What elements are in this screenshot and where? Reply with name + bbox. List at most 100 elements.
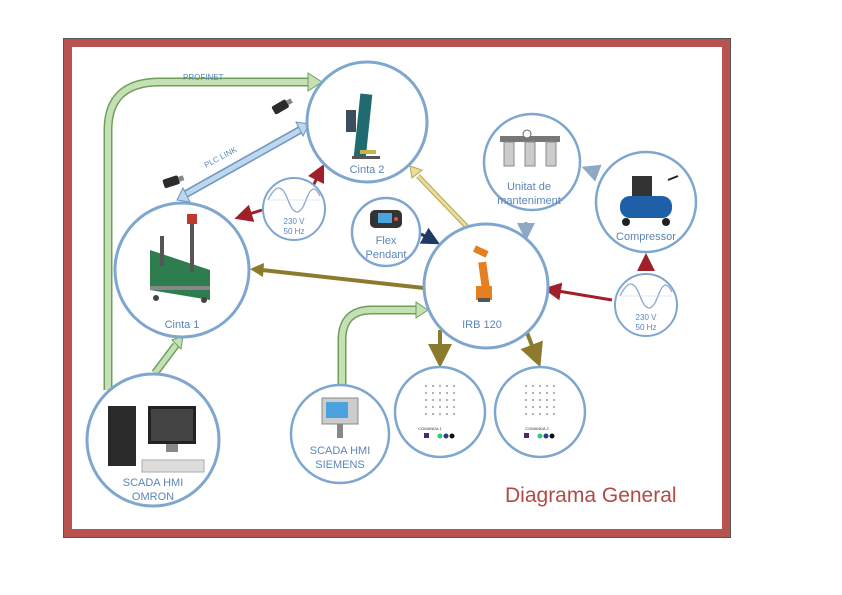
node-flex-pendant[interactable]: Flex Pendant (350, 196, 422, 268)
connector-plug-icon (271, 98, 293, 115)
grid-dot (439, 406, 441, 408)
node-cinta1[interactable]: Cinta 1 (113, 201, 251, 339)
hmi-panel-icon (321, 397, 359, 438)
node-compressor[interactable]: Compressor (594, 150, 698, 254)
robot-arm-icon (472, 245, 492, 302)
node-comanda2[interactable]: COMANDA 2 (493, 365, 587, 459)
grid-dot (446, 406, 448, 408)
grid-dot (439, 399, 441, 401)
cinta2-label: Cinta 2 (350, 164, 385, 176)
grid-dot (453, 399, 455, 401)
grid-dot (525, 392, 527, 394)
grid-dot (539, 399, 541, 401)
node-scada-siemens[interactable]: SCADA HMI SIEMENS (289, 383, 391, 485)
grid-dot (432, 385, 434, 387)
omron-to-cinta1-arrow (151, 335, 184, 376)
node-comanda1[interactable]: COMANDA 1 (393, 365, 487, 459)
grid-dot (553, 406, 555, 408)
irb-label: IRB 120 (462, 319, 502, 331)
grid-dot (532, 399, 534, 401)
grid-dot (453, 385, 455, 387)
sine-wave-icon (267, 187, 321, 213)
grid-dot (446, 385, 448, 387)
power-right-voltage: 230 V (636, 313, 658, 322)
compressor-to-maint-arrow (581, 164, 602, 182)
profinet-connector (103, 72, 323, 390)
maint-line2: manteniment (497, 195, 561, 207)
plclink-connector (176, 121, 310, 203)
connector-plug-icon (162, 175, 185, 189)
node-irb120[interactable]: IRB 120 (422, 222, 550, 350)
grid-dot (553, 385, 555, 387)
grid-dot (546, 413, 548, 415)
air-filter-icon (500, 129, 560, 167)
grid-dot (546, 406, 548, 408)
grid-dot (539, 413, 541, 415)
grid-dot (446, 399, 448, 401)
power-top-frequency: 50 Hz (284, 227, 305, 236)
grid-dot (446, 392, 448, 394)
grid-dot (432, 392, 434, 394)
pendant-to-irb-arrow (419, 227, 440, 245)
grid-dot (425, 413, 427, 415)
node-scada-omron[interactable]: SCADA HMI OMRON (85, 372, 221, 508)
power-top-voltage: 230 V (284, 217, 306, 226)
grid-dot (425, 392, 427, 394)
siemens-to-irb-connector (337, 301, 429, 388)
comanda2-label: COMANDA 2 (525, 426, 549, 431)
grid-dot (539, 392, 541, 394)
grid-dot (525, 413, 527, 415)
cinta1-label: Cinta 1 (165, 319, 200, 331)
teach-pendant-icon (370, 210, 402, 228)
maint-line1: Unitat de (507, 181, 551, 193)
desktop-computer-icon (108, 406, 205, 473)
sine-wave-icon (619, 283, 673, 309)
grid-dot (532, 413, 534, 415)
grid-dot (439, 392, 441, 394)
irb-to-cinta2-arrow (409, 165, 470, 230)
irb-to-comanda2-arrow (520, 329, 543, 368)
comanda1-label: COMANDA 1 (418, 426, 442, 431)
flex-pendant-line2: Pendant (366, 249, 407, 261)
conveyor-icon (150, 214, 210, 303)
grid-dot (432, 399, 434, 401)
grid-dot (453, 406, 455, 408)
grid-dot (553, 392, 555, 394)
power-right-frequency: 50 Hz (636, 323, 657, 332)
grid-dot (425, 399, 427, 401)
grid-dot (425, 385, 427, 387)
grid-dot (553, 399, 555, 401)
profinet-label: PROFINET (183, 73, 224, 82)
grid-dot (525, 399, 527, 401)
grid-dot (546, 399, 548, 401)
grid-dot (432, 406, 434, 408)
color-dots-icon (424, 433, 455, 439)
grid-dot (539, 406, 541, 408)
grid-dot (432, 413, 434, 415)
grid-dot (525, 385, 527, 387)
grid-dot (539, 385, 541, 387)
compressor-label: Compressor (616, 231, 676, 243)
node-power-top[interactable]: 230 V 50 Hz (262, 177, 326, 241)
grid-dot (553, 413, 555, 415)
scada-siemens-line1: SCADA HMI (310, 445, 371, 457)
node-power-right[interactable]: 230 V 50 Hz (614, 273, 678, 337)
order-grid-icon (525, 385, 555, 415)
grid-dot (532, 406, 534, 408)
node-maintenance-unit[interactable]: Unitat de manteniment (482, 112, 582, 212)
power-to-irb-arrow (543, 282, 613, 302)
irb-to-cinta1-arrow (250, 263, 425, 290)
scada-siemens-line2: SIEMENS (315, 459, 365, 471)
grid-dot (525, 406, 527, 408)
grid-dot (546, 392, 548, 394)
color-dots-icon (524, 433, 555, 439)
grid-dot (446, 413, 448, 415)
compressor-icon (620, 175, 679, 226)
grid-dot (546, 385, 548, 387)
grid-dot (453, 392, 455, 394)
node-cinta2[interactable]: Cinta 2 (305, 60, 429, 184)
diagram-title: Diagrama General (505, 484, 677, 507)
scada-omron-line1: SCADA HMI (123, 477, 184, 489)
flex-pendant-line1: Flex (376, 235, 397, 247)
grid-dot (532, 385, 534, 387)
